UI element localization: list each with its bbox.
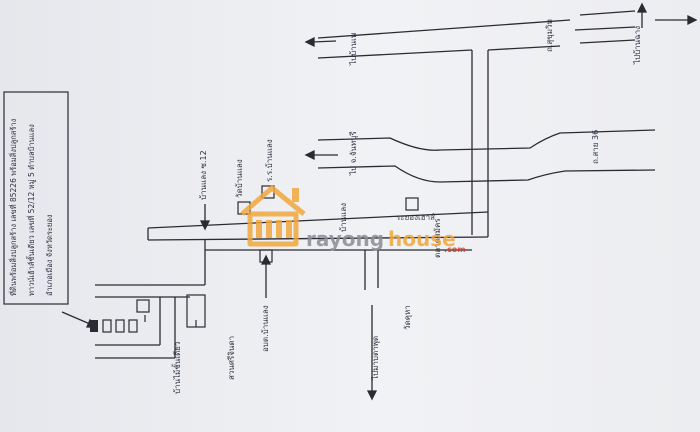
label-oboto-ban-laeng: อบต.บ้านแลง (261, 305, 270, 352)
townhouse-unit-1 (102, 319, 112, 333)
label-ban-laeng: บ้านแลง (339, 203, 348, 232)
road-top-right-lower (579, 39, 636, 44)
label-samak-market: ตลาดสมัคร (433, 218, 442, 258)
label-sukhumvit: ถ.สุขุมวิท (545, 19, 554, 52)
road-ban-phe-lower (317, 49, 473, 59)
label-house: บ้านไม้ชั้นเดียว (171, 342, 182, 394)
label-rayong-house-thai: ระยองเฮาส์ (396, 212, 435, 222)
label-suan-sri-jinda: สวนศรีจินดา (227, 336, 236, 380)
label-to-map-ta-phut: ไปมาบตาพุด (371, 336, 380, 381)
note-line-1: ที่ดินพร้อมสิ่งปลูกสร้าง เลขที่ 85226 พร… (8, 118, 18, 296)
label-wat-ban-laeng: วัดบ้านแลง (235, 159, 244, 198)
note-line-3: อำเภอเมือง จังหวัดระยอง (45, 214, 54, 296)
watermark-brand-left: rayong (306, 227, 384, 251)
watermark-domain: .com (444, 245, 466, 254)
road-ban-phe-upper (317, 19, 571, 39)
road-sukhumvit-lower (487, 45, 561, 51)
landmarks (90, 185, 419, 333)
townhouse-unit-3 (128, 319, 138, 333)
site-marker (90, 320, 98, 332)
arrow-down-map-ta-phut (366, 305, 378, 401)
rayong-house-watermark: rayong house .com ระยองเฮาส์ (240, 185, 466, 254)
direction-arrows (61, 2, 698, 401)
label-rr-ban-laeng: ร.ร.บ้านแลง (265, 139, 274, 182)
roads (95, 10, 656, 359)
label-to-chanthaburi: ไป จ.จันทบุรี (349, 131, 358, 176)
road-right-short-1 (574, 26, 636, 31)
arrow-left-chanthaburi (304, 149, 338, 161)
road-36-lower (317, 165, 656, 183)
label-to-ban-phe: ไปบ้านเพ (349, 33, 358, 66)
label-road-36: ถ.สาย 36 (591, 130, 600, 164)
oboto-box (259, 249, 273, 263)
property-note: ที่ดินพร้อมสิ่งปลูกสร้าง เลขที่ 85226 พร… (3, 91, 69, 305)
rayong-house-box (405, 197, 419, 211)
map-labels: ไปบ้านเพ ถ.สุขุมวิท ไปบ้านฉาง ไป จ.จันทบ… (171, 19, 642, 394)
arrow-right-ban-chang (655, 14, 698, 26)
house-box (136, 299, 150, 313)
road-top-right-upper (579, 10, 636, 16)
arrow-down-soi-12 (199, 204, 211, 231)
arrow-left-ban-phe (304, 36, 337, 48)
house-logo-icon (240, 185, 306, 247)
label-to-ban-chang: ไปบ้านฉาง (633, 26, 642, 65)
watermark-brand-right: house (388, 227, 456, 251)
property-note-frame (3, 91, 69, 305)
townhouse-unit-2 (115, 319, 125, 333)
arrow-up-ban-chang (636, 2, 648, 28)
house-windows-icon (256, 220, 292, 238)
road-36-upper (317, 129, 656, 151)
note-line-2: ทาวน์เฮ้าส์ชั้นเดียว เลขที่ 52/12 หมู่ 5… (26, 124, 36, 296)
road-site-lower (147, 236, 489, 241)
label-ban-laeng-12: บ้านแลง ซ.12 (199, 150, 208, 200)
label-wat-khuha: วัดคุหา (403, 305, 412, 330)
